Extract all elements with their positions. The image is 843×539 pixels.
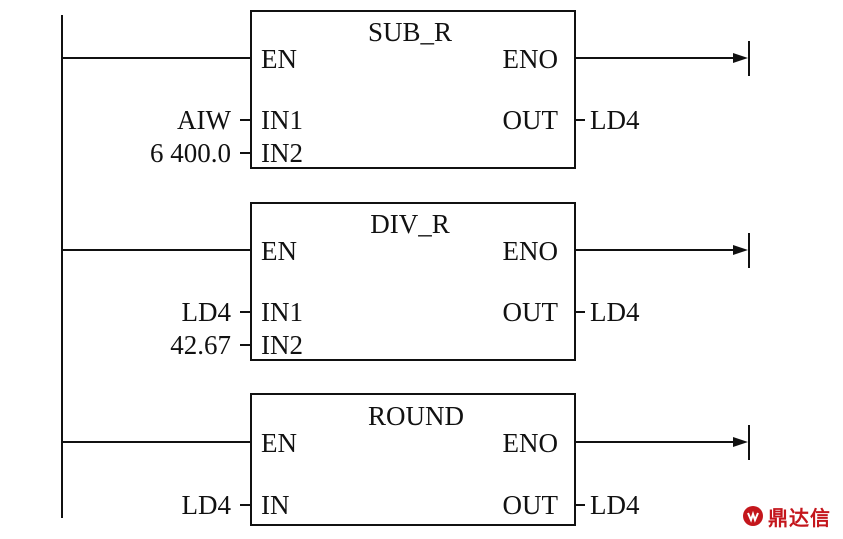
arrow-icon xyxy=(733,245,748,255)
arrow-icon xyxy=(733,437,748,447)
in2-pin-label: IN2 xyxy=(261,330,303,360)
eno-pin-label: ENO xyxy=(503,236,559,266)
out-operand[interactable]: LD4 xyxy=(590,105,640,135)
rung-sub-r: SUB_R EN ENO IN1 AIW IN2 6 400.0 OUT LD4 xyxy=(62,10,750,169)
in2-operand[interactable]: 6 400.0 xyxy=(150,138,231,168)
eno-pin-label: ENO xyxy=(503,428,559,458)
en-pin-label: EN xyxy=(261,44,297,74)
in-pin-label: IN xyxy=(261,490,290,520)
block-title: DIV_R xyxy=(370,209,450,239)
block-title: SUB_R xyxy=(368,17,452,47)
in2-pin-label: IN2 xyxy=(261,138,303,168)
rung-round: ROUND EN ENO IN LD4 OUT LD4 xyxy=(62,393,750,526)
in1-operand[interactable]: AIW xyxy=(177,105,231,135)
function-block-round[interactable] xyxy=(250,393,576,526)
block-title: ROUND xyxy=(368,401,464,431)
in2-operand[interactable]: 42.67 xyxy=(170,330,231,360)
function-block-sub-r[interactable] xyxy=(250,10,576,169)
watermark-logo-icon xyxy=(743,506,763,526)
out-pin-label: OUT xyxy=(503,490,559,520)
en-pin-label: EN xyxy=(261,428,297,458)
out-operand[interactable]: LD4 xyxy=(590,297,640,327)
out-pin-label: OUT xyxy=(503,297,559,327)
watermark-text: 鼎达信 xyxy=(768,505,831,530)
function-block-div-r[interactable] xyxy=(250,202,576,361)
in1-pin-label: IN1 xyxy=(261,105,303,135)
out-pin-label: OUT xyxy=(503,105,559,135)
in1-pin-label: IN1 xyxy=(261,297,303,327)
in-operand[interactable]: LD4 xyxy=(182,490,232,520)
eno-pin-label: ENO xyxy=(503,44,559,74)
en-pin-label: EN xyxy=(261,236,297,266)
out-operand[interactable]: LD4 xyxy=(590,490,640,520)
in1-operand[interactable]: LD4 xyxy=(182,297,232,327)
rung-div-r: DIV_R EN ENO IN1 LD4 IN2 42.67 OUT LD4 xyxy=(62,202,750,361)
watermark: 鼎达信 xyxy=(742,500,831,532)
arrow-icon xyxy=(733,53,748,63)
